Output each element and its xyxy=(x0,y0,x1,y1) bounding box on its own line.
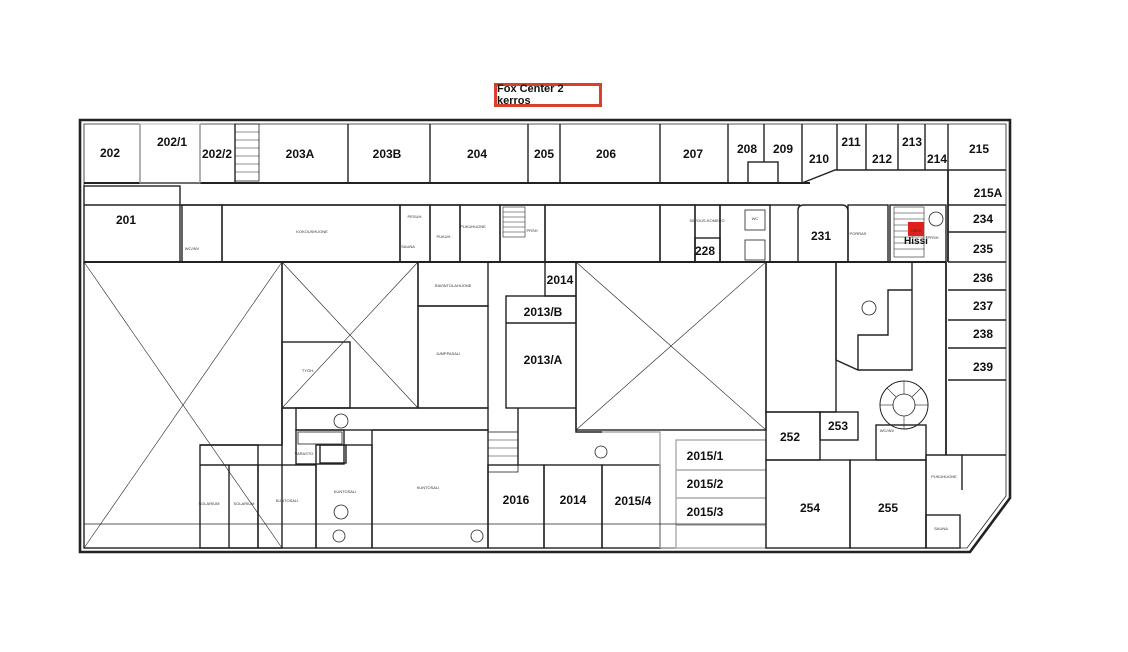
room-label: 2016 xyxy=(503,493,530,507)
room-small-label: RAVINTOLAHUONE xyxy=(435,283,472,288)
room-label: 2013/B xyxy=(524,305,563,319)
room-small-label: PUKUH. xyxy=(436,234,451,239)
room-label: 212 xyxy=(872,152,892,166)
room-small-label: VARASTO xyxy=(295,451,314,456)
room-label: 206 xyxy=(596,147,616,161)
room-small-label: SIIVOUS-KOMERO xyxy=(689,218,724,223)
room-small-label: SAUNA xyxy=(401,244,415,249)
room-label: 208 xyxy=(737,142,757,156)
room-small-label: SAUNA xyxy=(934,526,948,531)
room-label: 236 xyxy=(973,271,993,285)
room-small-label: KUNTOSALI xyxy=(334,489,357,494)
room-label: 202 xyxy=(100,146,120,160)
room-small-label: HISSI xyxy=(911,228,921,233)
room-label: 201 xyxy=(116,213,136,227)
room-label: 234 xyxy=(973,212,993,226)
inner-wall-line xyxy=(83,123,1007,549)
outer-wall xyxy=(78,118,1012,554)
room-small-label: KUNTOSALI xyxy=(276,498,299,503)
room-label: 203A xyxy=(286,147,315,161)
room-label: 202/2 xyxy=(202,147,232,161)
room-label: 2014 xyxy=(560,493,587,507)
room-label: 213 xyxy=(902,135,922,149)
room-label: 237 xyxy=(973,299,993,313)
room-label: 2015/2 xyxy=(687,477,724,491)
room-small-label: SOLARIUM xyxy=(199,501,220,506)
room-small-label: WC/INV xyxy=(185,246,200,251)
room-label: 211 xyxy=(841,135,861,149)
room-label: 205 xyxy=(534,147,554,161)
room-small-label: JUMPPASALI xyxy=(436,351,461,356)
room-label: 239 xyxy=(973,360,993,374)
lift-label: Hissi xyxy=(904,236,928,247)
room-small-label: KOKOUSHUONE xyxy=(296,229,328,234)
room-label: 203B xyxy=(373,147,402,161)
room-label: 2015/1 xyxy=(687,449,724,463)
room-small-label: PESUH. xyxy=(408,214,423,219)
room-label: 209 xyxy=(773,142,793,156)
room-label: 215A xyxy=(974,186,1003,200)
room-small-label: PUKUHUONE xyxy=(460,224,486,229)
room-small-label: SOLARIUM xyxy=(234,501,255,506)
room-label: 254 xyxy=(800,501,820,515)
room-small-label: PUKUHUONE xyxy=(931,474,957,479)
room-label: 202/1 xyxy=(157,135,187,149)
room-label: 255 xyxy=(878,501,898,515)
room-label: 2014 xyxy=(547,273,574,287)
room-small-label: PRSH xyxy=(927,235,938,240)
room-label: 207 xyxy=(683,147,703,161)
room-label: 252 xyxy=(780,430,800,444)
map-title: Fox Center 2 kerros xyxy=(494,83,602,107)
room-label: 235 xyxy=(973,242,993,256)
lift-highlight xyxy=(908,222,924,236)
room-small-label: WC xyxy=(752,216,759,221)
room-label: 2015/3 xyxy=(687,505,724,519)
room-label: 253 xyxy=(828,419,848,433)
room-label: 214 xyxy=(927,152,947,166)
room-label: 215 xyxy=(969,142,989,156)
room-label: 228 xyxy=(695,244,715,258)
room-small-label: WC/INV xyxy=(880,428,895,433)
room-label: 238 xyxy=(973,327,993,341)
room-label: 2013/A xyxy=(524,353,563,367)
room-small-label: KUNTOSALI xyxy=(417,485,440,490)
room-label: 210 xyxy=(809,152,829,166)
room-label: 204 xyxy=(467,147,487,161)
room-small-label: TYÖH. xyxy=(302,368,314,373)
room-label: 2015/4 xyxy=(615,494,652,508)
room-small-label: PORRAS xyxy=(850,231,867,236)
room-label: 231 xyxy=(811,229,831,243)
room-small-label: PRSH xyxy=(526,228,537,233)
